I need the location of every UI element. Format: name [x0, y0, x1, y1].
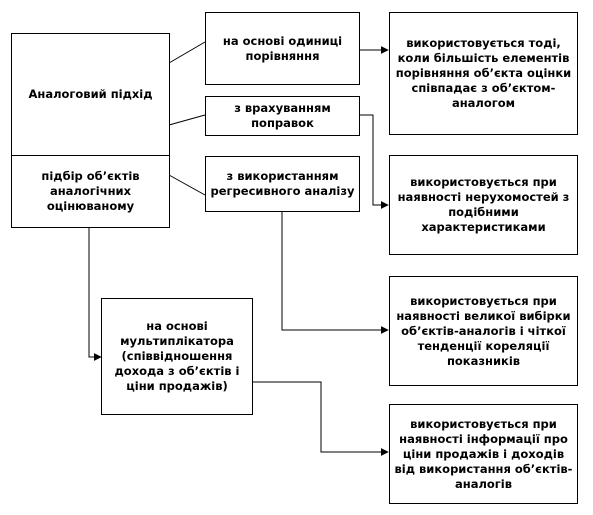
condition-label-3: використовується при наявності великої в… — [396, 293, 571, 368]
connector-main-to-method-3 — [168, 174, 206, 196]
main-approach-title: Аналоговий підхід — [28, 87, 153, 101]
connector-method-2-to-condition-2 — [359, 114, 389, 209]
condition-box-2: використовується при наявності нерухомос… — [389, 155, 578, 255]
condition-label-1: використовується тоді, коли більшість ел… — [395, 36, 572, 110]
connector-main-to-method-1 — [168, 41, 206, 64]
condition-label-2: використовується при наявності нерухомос… — [397, 175, 570, 234]
method-box-2: з врахуванням поправок — [205, 96, 360, 136]
connector-main-to-method-4 — [88, 228, 102, 361]
method-label-1: на основі одиниці порівняння — [222, 33, 343, 63]
connector-main-to-method-2 — [168, 114, 206, 126]
connector-method-4-to-condition-4 — [253, 381, 389, 456]
condition-label-4: використовується при наявності інформаці… — [394, 416, 573, 491]
method-label-2: з врахуванням поправок — [234, 101, 331, 130]
main-approach-box: Аналоговий підхід — [11, 33, 170, 156]
method-label-4: на основі мультиплікатора (співвідношенн… — [114, 319, 240, 393]
method-box-1: на основі одиниці порівняння — [205, 12, 360, 85]
condition-box-3: використовується при наявності великої в… — [389, 276, 578, 386]
method-box-4: на основі мультиплікатора (співвідношенн… — [101, 298, 253, 415]
condition-box-4: використовується при наявності інформаці… — [389, 404, 578, 504]
connector-method-3-to-condition-3 — [281, 211, 389, 334]
main-approach-subbox: підбір об’єктів аналогічних оцінюваному — [11, 155, 170, 228]
method-label-3: з використанням регресивного аналізу — [210, 169, 355, 198]
method-box-3: з використанням регресивного аналізу — [205, 156, 360, 212]
main-approach-subtitle: підбір об’єктів аналогічних оцінюваному — [41, 169, 140, 213]
condition-box-1: використовується тоді, коли більшість ел… — [389, 12, 578, 135]
